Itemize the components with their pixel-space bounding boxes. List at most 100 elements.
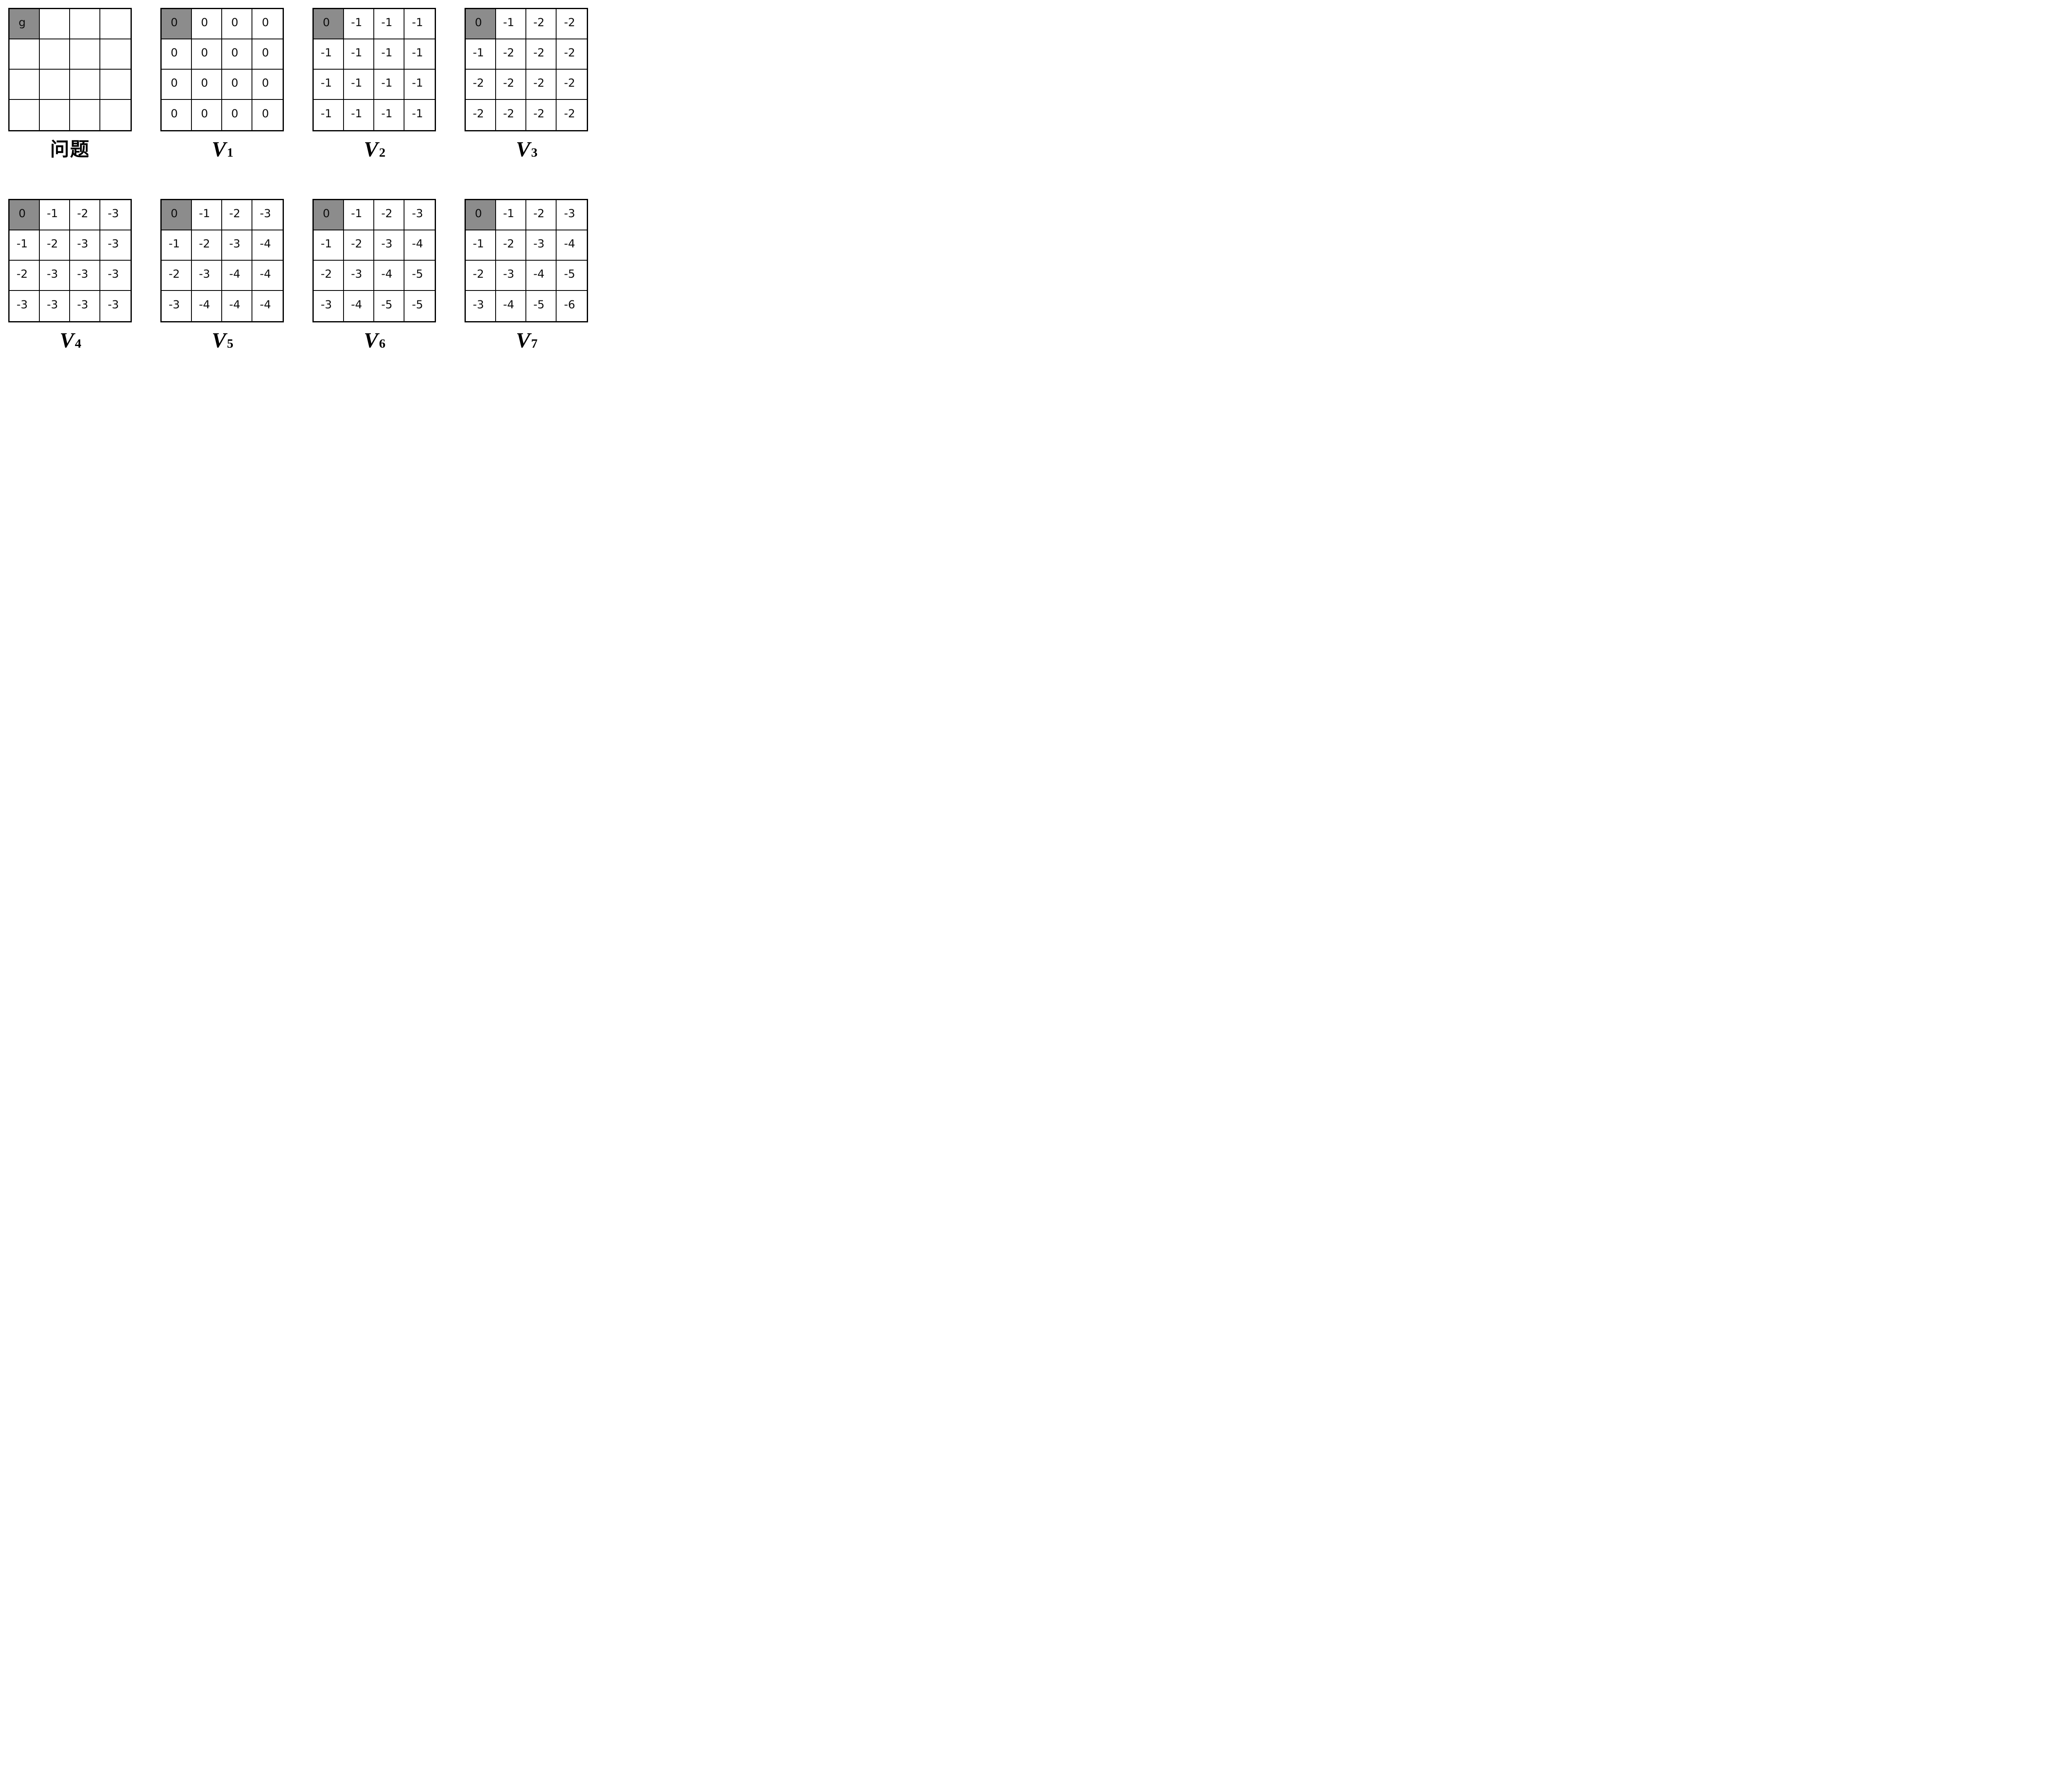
grid-cell: -1 <box>374 100 404 130</box>
grid-cell: -5 <box>374 291 404 321</box>
cell-value: -3 <box>77 298 88 311</box>
value-function-iteration-index: 7 <box>531 336 538 351</box>
cell-value: -1 <box>503 16 514 29</box>
grid-cell: -3 <box>496 261 526 291</box>
cell-value: -4 <box>381 268 392 281</box>
grid-cell: -3 <box>40 261 70 291</box>
grid-cell: -1 <box>192 200 222 230</box>
grid-v7: 0-1-2-3-1-2-3-4-2-3-4-5-3-4-5-6 <box>465 199 588 322</box>
cell-value: -3 <box>351 268 362 281</box>
cell-value: 0 <box>170 46 178 59</box>
grid-cell: -2 <box>496 39 526 70</box>
value-function-iteration-index: 1 <box>227 145 234 160</box>
cell-value: -1 <box>412 107 423 120</box>
grid-cell: 0 <box>252 39 283 70</box>
grid-cell <box>10 39 40 70</box>
cell-value: -1 <box>412 16 423 29</box>
cell-value: -3 <box>533 237 545 250</box>
cell-value: -2 <box>77 207 88 220</box>
cell-value: -4 <box>260 268 271 281</box>
grid-cell: -1 <box>344 200 374 230</box>
grid-cell: -1 <box>162 230 192 261</box>
grid-cell <box>40 100 70 130</box>
cell-value: -5 <box>412 298 423 311</box>
grid-cell: -1 <box>344 100 374 130</box>
cell-value: -1 <box>169 237 180 250</box>
grid-cell: -1 <box>374 70 404 100</box>
grid-cell: -1 <box>404 39 435 70</box>
cell-value: -2 <box>169 268 180 281</box>
cell-value: -1 <box>321 237 332 250</box>
goal-cell: 0 <box>466 9 496 39</box>
cell-value: -4 <box>351 298 362 311</box>
grid-cell: -1 <box>404 70 435 100</box>
cell-value: -3 <box>47 298 58 311</box>
grid-cell: -4 <box>374 261 404 291</box>
value-function-iteration-index: 6 <box>379 336 386 351</box>
grid-cell: -3 <box>374 230 404 261</box>
cell-value: -2 <box>533 16 545 29</box>
grid-cell: -3 <box>70 261 100 291</box>
cell-value: 0 <box>18 207 26 220</box>
grid-cell: 0 <box>252 100 283 130</box>
cell-value: -1 <box>473 237 484 250</box>
cell-value: -2 <box>564 16 575 29</box>
grid-cell: 0 <box>162 100 192 130</box>
grid-cell: -2 <box>557 70 587 100</box>
grid-cell: -3 <box>557 200 587 230</box>
grid-cell: -1 <box>374 39 404 70</box>
cell-value: 0 <box>201 16 208 29</box>
grid-cell: 0 <box>192 39 222 70</box>
grid-cell: -2 <box>314 261 344 291</box>
cell-value: -1 <box>351 77 362 90</box>
cell-value: -2 <box>351 237 362 250</box>
grid-cell: 0 <box>222 70 252 100</box>
cell-value: -2 <box>533 77 545 90</box>
cell-value: -1 <box>412 77 423 90</box>
cell-value: -3 <box>381 237 392 250</box>
grid-cell: 0 <box>192 100 222 130</box>
cell-value: -3 <box>108 298 119 311</box>
value-function-iteration-index: 2 <box>379 145 386 160</box>
grid-cell: -4 <box>252 230 283 261</box>
grid-cell: -1 <box>496 9 526 39</box>
grid-cell: -4 <box>344 291 374 321</box>
cell-value: -3 <box>108 207 119 220</box>
grid-cell <box>100 39 131 70</box>
cell-value: -2 <box>533 107 545 120</box>
grid-v2: 0-1-1-1-1-1-1-1-1-1-1-1-1-1-1-1 <box>312 8 436 131</box>
value-function-label: V <box>363 138 378 161</box>
grid-v3: 0-1-2-2-1-2-2-2-2-2-2-2-2-2-2-2 <box>465 8 588 131</box>
cell-value: -3 <box>199 268 210 281</box>
cell-value: -2 <box>17 268 28 281</box>
value-function-label: V <box>516 138 530 161</box>
goal-cell: 0 <box>162 9 192 39</box>
grid-cell: -4 <box>252 291 283 321</box>
grid-cell: -1 <box>466 230 496 261</box>
grid-cell: -4 <box>252 261 283 291</box>
grid-cell: -1 <box>314 39 344 70</box>
cell-value: 0 <box>474 16 482 29</box>
grid-cell <box>70 9 100 39</box>
grid-cell: 0 <box>252 9 283 39</box>
cell-value: 0 <box>170 77 178 90</box>
cell-value: 0 <box>170 107 178 120</box>
value-function-iteration-index: 4 <box>75 336 82 351</box>
grid-cell: 0 <box>162 70 192 100</box>
cell-value: -2 <box>229 207 240 220</box>
cell-value: -1 <box>381 16 392 29</box>
value-function-label: V <box>363 329 378 352</box>
cell-value: -1 <box>351 207 362 220</box>
grid-v5: 0-1-2-3-1-2-3-4-2-3-4-4-3-4-4-4 <box>160 199 284 322</box>
grid-cell: -2 <box>466 261 496 291</box>
cell-value: -2 <box>473 77 484 90</box>
cell-value: -2 <box>533 207 545 220</box>
cell-value: 0 <box>231 16 239 29</box>
grid-cell: -5 <box>404 261 435 291</box>
cell-value: 0 <box>322 207 330 220</box>
